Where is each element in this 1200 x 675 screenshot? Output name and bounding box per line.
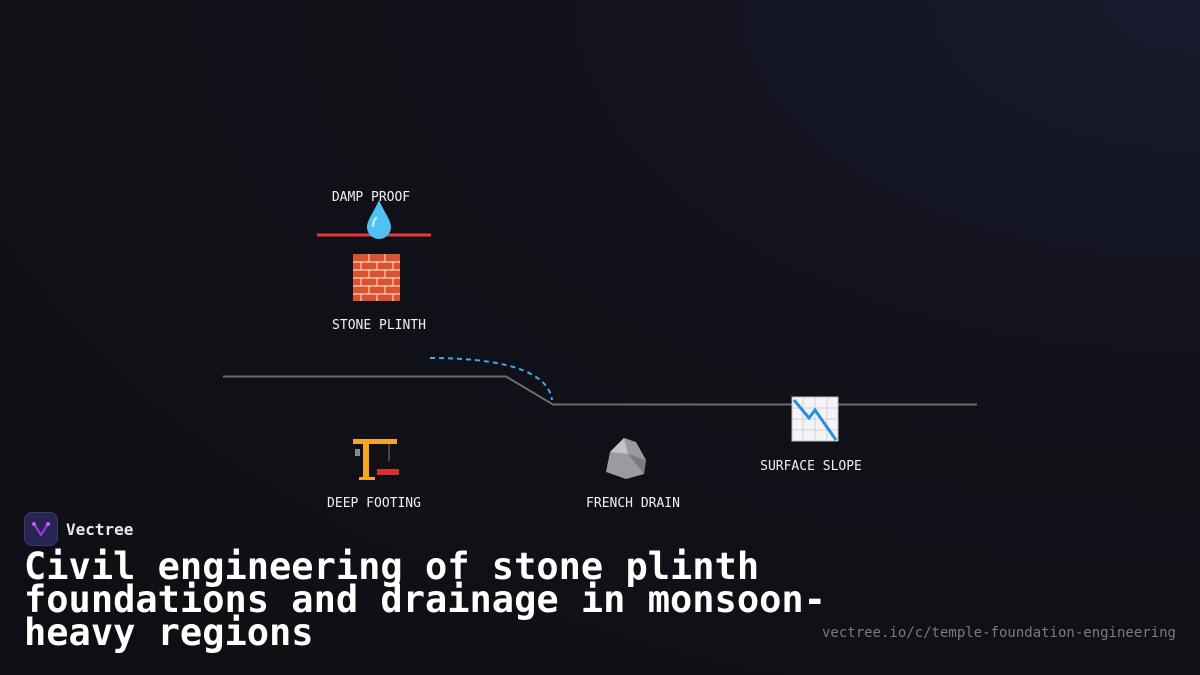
water-flow-path — [429, 357, 553, 401]
french-drain-label: FRENCH DRAIN — [586, 496, 680, 511]
deep-footing-label: DEEP FOOTING — [327, 496, 421, 511]
ground-line — [223, 375, 977, 406]
brick-icon — [353, 254, 400, 301]
stone-plinth-label: STONE PLINTH — [332, 318, 426, 333]
logo-icon — [32, 522, 50, 537]
source-url[interactable]: vectree.io/c/temple-foundation-engineeri… — [821, 625, 1176, 641]
brand-name: Vectree — [66, 519, 134, 539]
brand: Vectree — [24, 512, 133, 546]
crane-icon — [353, 439, 399, 480]
damp-proof-label: DAMP PROOF — [331, 190, 411, 205]
chart-decreasing-icon — [791, 396, 839, 442]
surface-slope-label: SURFACE SLOPE — [760, 459, 862, 474]
rock-icon — [606, 438, 646, 479]
droplet-icon — [367, 200, 391, 239]
page-title: Civil engineering of stone plinth founda… — [24, 545, 826, 654]
vectree-logo — [24, 512, 58, 546]
